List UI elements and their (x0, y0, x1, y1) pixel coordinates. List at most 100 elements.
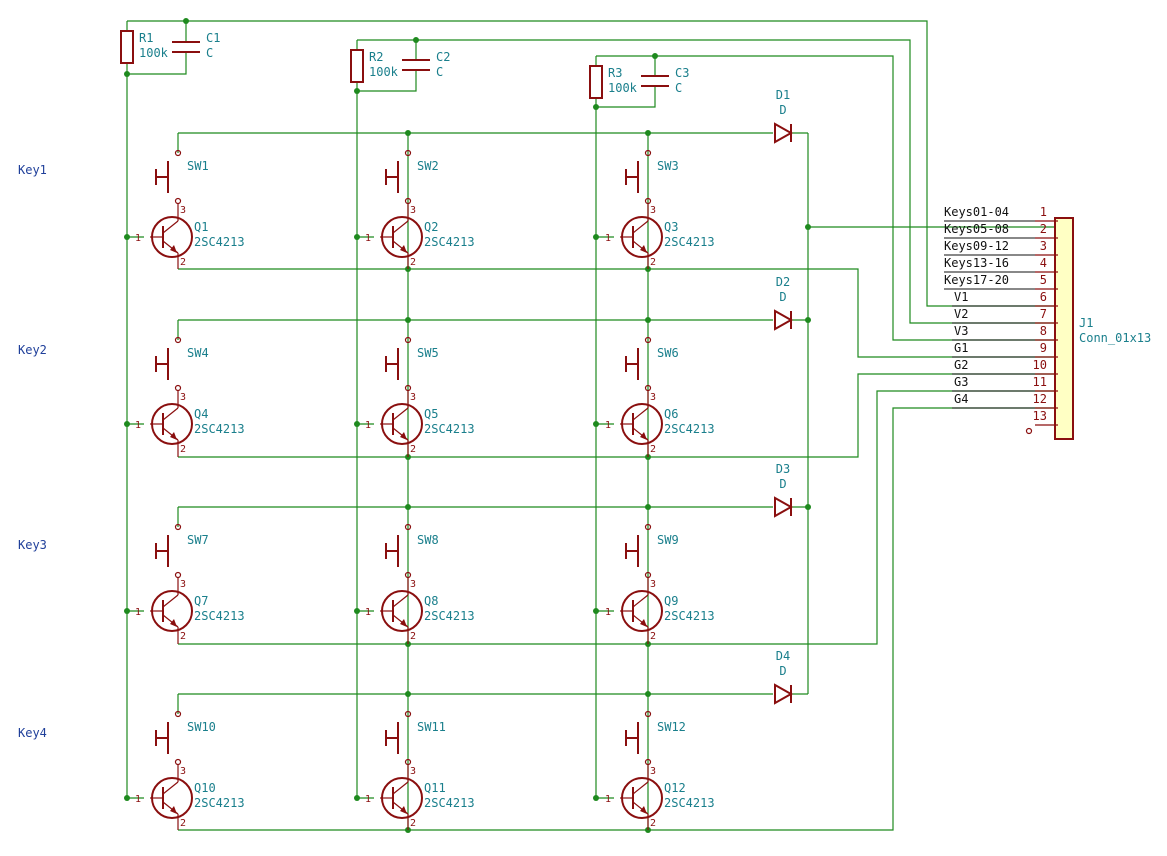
transistor-collector-leg (392, 781, 409, 795)
switch-ref: SW5 (417, 346, 439, 360)
resistor-value: 100k (608, 81, 638, 95)
pin-base: 1 (135, 420, 141, 431)
capacitor-ref: C3 (675, 66, 689, 80)
switch-contact (404, 710, 412, 718)
resistor-ref: R3 (608, 66, 622, 80)
junction-dot (645, 130, 651, 136)
pin-emitter: 2 (650, 444, 656, 455)
switch-contact (644, 523, 652, 531)
net-label: V3 (954, 324, 968, 338)
diode-ref: D4 (776, 649, 790, 663)
resistor-2 (350, 49, 364, 83)
pin-collector: 3 (410, 392, 416, 403)
connector-pin-number: 4 (1040, 256, 1047, 270)
transistor-value: 2SC4213 (194, 609, 245, 623)
switch-contact (404, 149, 412, 157)
connector-pin-number: 5 (1040, 273, 1047, 287)
connector-pin-number: 8 (1040, 324, 1047, 338)
switch-ref: SW2 (417, 159, 439, 173)
transistor-collector-leg (162, 220, 179, 234)
transistor-ref: Q11 (424, 781, 446, 795)
junction-dot (354, 234, 360, 240)
switch-contact (644, 336, 652, 344)
connector-pin-number: 1 (1040, 205, 1047, 219)
transistor-collector-leg (162, 407, 179, 421)
junction-dot (124, 608, 130, 614)
switch-ref: SW1 (187, 159, 209, 173)
emitter-arrow (400, 432, 407, 440)
v3-line (655, 55, 1055, 341)
g3-return (178, 390, 1055, 645)
diode-value: D (779, 477, 786, 491)
diode-value: D (779, 664, 786, 678)
unconnected-pin-13 (1025, 427, 1033, 435)
transistor-collector-leg (632, 781, 649, 795)
pin-base: 1 (365, 607, 371, 618)
pin-base: 1 (605, 420, 611, 431)
switch-ref: SW3 (657, 159, 679, 173)
transistor-ref: Q9 (664, 594, 678, 608)
switch-ref: SW6 (657, 346, 679, 360)
pin-collector: 3 (180, 205, 186, 216)
transistor-ref: Q1 (194, 220, 208, 234)
switch-ref: SW9 (657, 533, 679, 547)
net-label: V1 (954, 290, 968, 304)
transistor-value: 2SC4213 (664, 422, 715, 436)
capacitor-value: C (436, 65, 443, 79)
row-label-key1: Key1 (18, 163, 47, 177)
wires (124, 18, 1056, 833)
resistor-1 (120, 30, 134, 64)
g4-return (178, 407, 1055, 831)
g2-return (178, 373, 1055, 458)
resistor-ref: R2 (369, 50, 383, 64)
emitter-arrow (170, 806, 177, 814)
switch-contact (174, 710, 182, 718)
junction-dot (124, 421, 130, 427)
junction-dot (405, 504, 411, 510)
capacitor-value: C (675, 81, 682, 95)
capacitor-ref: C2 (436, 50, 450, 64)
transistor-value: 2SC4213 (424, 422, 475, 436)
resistor-value: 100k (139, 46, 169, 60)
transistor-value: 2SC4213 (424, 235, 475, 249)
transistor-collector-leg (632, 594, 649, 608)
diode-3 (774, 496, 794, 518)
net-label: Keys17-20 (944, 273, 1009, 287)
connector-pin-number: 6 (1040, 290, 1047, 304)
diode-4 (774, 683, 794, 705)
pin-base: 1 (365, 233, 371, 244)
transistor-collector-leg (632, 407, 649, 421)
emitter-arrow (170, 245, 177, 253)
diode-value: D (779, 103, 786, 117)
junction-dot (593, 421, 599, 427)
net-label: V2 (954, 307, 968, 321)
pin-emitter: 2 (180, 257, 186, 268)
net-label: Keys01-04 (944, 205, 1009, 219)
junction-dot (593, 795, 599, 801)
components (120, 30, 1074, 830)
transistor-value: 2SC4213 (194, 796, 245, 810)
pin-collector: 3 (650, 205, 656, 216)
switch-ref: SW12 (657, 720, 686, 734)
emitter-arrow (640, 245, 647, 253)
keys-bus (808, 221, 1056, 228)
connector-ref: J1 (1079, 316, 1093, 330)
diode-ref: D2 (776, 275, 790, 289)
junction-dot (405, 317, 411, 323)
row-label-key3: Key3 (18, 538, 47, 552)
emitter-arrow (640, 806, 647, 814)
diode-value: D (779, 290, 786, 304)
wire (357, 39, 417, 60)
pin-collector: 3 (410, 205, 416, 216)
switch-contact (404, 336, 412, 344)
transistor-ref: Q8 (424, 594, 438, 608)
diode-ref: D1 (776, 88, 790, 102)
junction-dot (405, 691, 411, 697)
junction-dot (354, 421, 360, 427)
pin-base: 1 (135, 607, 141, 618)
transistor-value: 2SC4213 (424, 796, 475, 810)
pin-collector: 3 (650, 392, 656, 403)
switch-contact (174, 523, 182, 531)
